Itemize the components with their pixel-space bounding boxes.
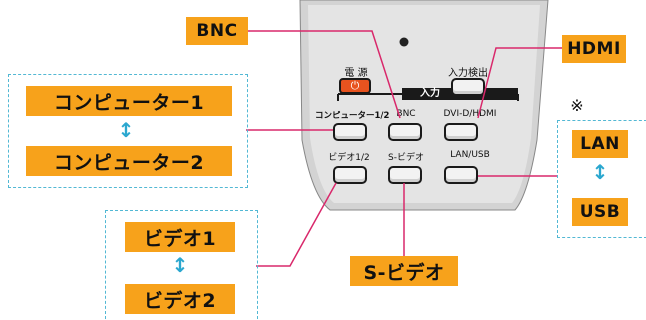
up-down-arrow-icon: ↕ xyxy=(591,160,609,184)
computer-button[interactable] xyxy=(333,123,367,141)
bnc-leader xyxy=(248,30,401,119)
up-down-arrow-icon: ↕ xyxy=(117,118,135,142)
power-button[interactable]: ⏻ xyxy=(339,78,371,94)
video-leader xyxy=(256,182,337,267)
video1-callout: ビデオ1 xyxy=(125,222,235,252)
input-detect-label: 入力検出 xyxy=(448,68,488,79)
svideo-button[interactable] xyxy=(388,166,422,184)
computer1-callout: コンピューター1 xyxy=(26,86,232,116)
bnc-label: BNC xyxy=(396,109,416,119)
lan-callout: LAN xyxy=(572,130,628,158)
input-band-label: 入力 xyxy=(420,88,440,99)
bnc-callout: BNC xyxy=(186,17,248,45)
hdmi-callout: HDMI xyxy=(562,35,626,63)
video12-label: ビデオ1/2 xyxy=(328,153,370,163)
power-icon: ⏻ xyxy=(350,79,360,92)
usb-callout: USB xyxy=(572,198,628,226)
computer12-label: コンピューター1/2 xyxy=(315,111,390,121)
lan-usb-group-box xyxy=(557,120,646,238)
dvi-hdmi-label: DVI-D/HDMI xyxy=(443,109,497,119)
video-button[interactable] xyxy=(333,166,367,184)
computer-group-box xyxy=(8,74,248,188)
sensor-dot xyxy=(399,37,409,47)
input-detect-button[interactable] xyxy=(451,78,485,96)
svideo-callout: S-ビデオ xyxy=(350,256,458,286)
computer2-callout: コンピューター2 xyxy=(26,146,232,176)
hdmi-button[interactable] xyxy=(444,123,478,141)
video2-callout: ビデオ2 xyxy=(125,284,235,314)
power-label: 電 源 xyxy=(344,68,368,79)
up-down-arrow-icon: ↕ xyxy=(171,253,189,277)
lan-usb-label: LAN/USB xyxy=(450,150,490,160)
video-group-box xyxy=(105,210,258,319)
bnc-button[interactable] xyxy=(388,123,422,141)
hdmi-leader xyxy=(477,47,562,119)
svideo-label: S-ビデオ xyxy=(388,153,424,163)
note-mark: ※ xyxy=(570,96,584,115)
lan-usb-button[interactable] xyxy=(444,166,478,184)
